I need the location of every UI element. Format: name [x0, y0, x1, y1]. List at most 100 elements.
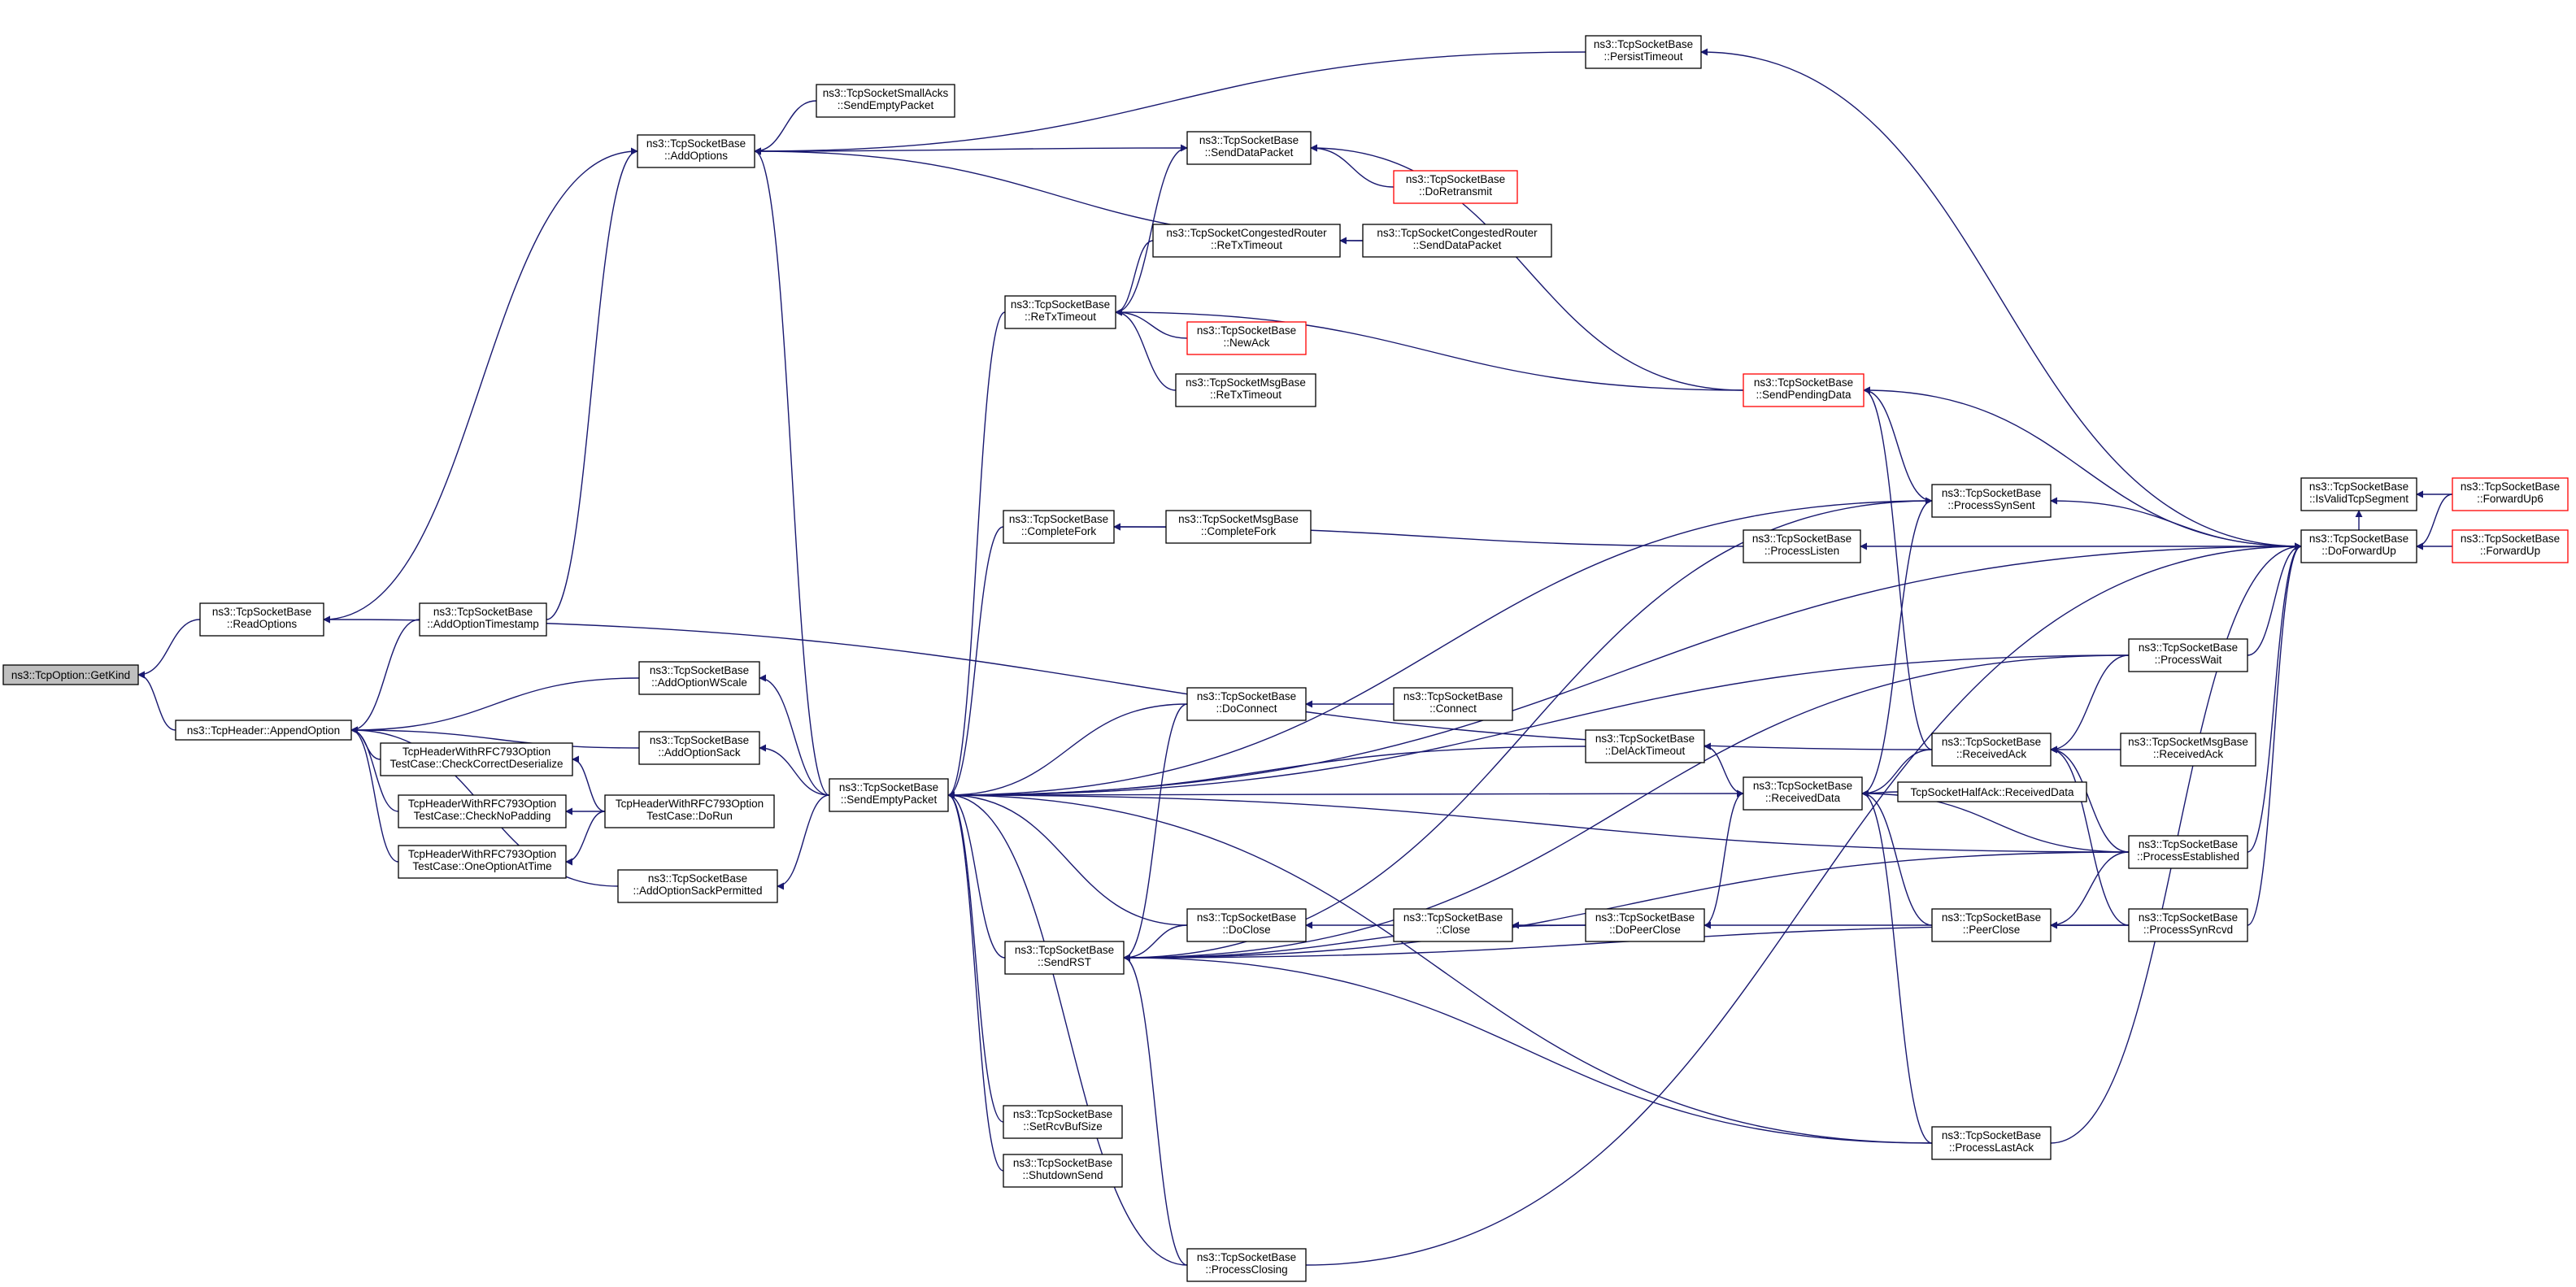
edge-addopttimestamp-to-appendoption: [350, 619, 420, 734]
node-newack[interactable]: ns3::TcpSocketBase::NewAck: [1186, 321, 1307, 355]
node-label-line: ::ForwardUp6: [2477, 493, 2543, 505]
node-box: [1393, 687, 1513, 721]
edge-processclosing-to-doforwardup: [1305, 542, 2302, 1266]
node-dopeerclose[interactable]: ns3::TcpSocketBase::DoPeerClose: [1585, 908, 1705, 942]
node-box: [1003, 1154, 1123, 1188]
node-congsend[interactable]: ns3::TcpSocketCongestedRouter::SendDataP…: [1362, 224, 1552, 258]
node-box: [1743, 373, 1865, 407]
node-box: [829, 778, 949, 812]
node-processwait[interactable]: ns3::TcpSocketBase::ProcessWait: [2128, 638, 2248, 672]
node-box: [637, 134, 755, 168]
edge-processwait-to-receivedack: [2050, 654, 2130, 754]
node-box: [380, 742, 573, 776]
node-doforwardup[interactable]: ns3::TcpSocketBase::DoForwardUp: [2300, 529, 2417, 563]
node-checknopad[interactable]: TcpHeaderWithRFC793OptionTestCase::Check…: [398, 794, 567, 828]
node-msgcompletefork[interactable]: ns3::TcpSocketMsgBase::CompleteFork: [1165, 510, 1312, 544]
edge-persisttimeout-to-addoptions: [754, 51, 1586, 155]
node-box: [1393, 170, 1518, 204]
node-label-line: ns3::TcpSocketMsgBase: [2128, 736, 2248, 748]
node-sendpending[interactable]: ns3::TcpSocketBase::SendPendingData: [1743, 373, 1865, 407]
node-label-line: ns3::TcpSocketBase: [1942, 487, 2041, 499]
node-appendoption[interactable]: ns3::TcpHeader::AppendOption: [175, 720, 352, 741]
node-isvalid[interactable]: ns3::TcpSocketBase::IsValidTcpSegment: [2300, 477, 2417, 511]
node-docl[interactable]: ns3::TcpSocketBase::DoClose: [1186, 908, 1307, 942]
node-msgretx[interactable]: ns3::TcpSocketMsgBase::ReTxTimeout: [1175, 373, 1316, 407]
node-doconnect[interactable]: ns3::TcpSocketBase::DoConnect: [1186, 687, 1307, 721]
node-label-line: ::DoPeerClose: [1609, 924, 1681, 936]
node-receivedack[interactable]: ns3::TcpSocketBase::ReceivedAck: [1931, 733, 2052, 767]
node-checkcorrect[interactable]: TcpHeaderWithRFC793OptionTestCase::Check…: [380, 742, 573, 776]
node-processsynsent[interactable]: ns3::TcpSocketBase::ProcessSynSent: [1931, 484, 2052, 518]
edge-processestablished-to-doforwardup: [2247, 542, 2302, 853]
node-addoptsackperm[interactable]: ns3::TcpSocketBase::AddOptionSackPermitt…: [617, 869, 778, 903]
node-label-line: ns3::TcpSocketBase: [1013, 1157, 1112, 1169]
node-processlisten[interactable]: ns3::TcpSocketBase::ProcessListen: [1743, 529, 1861, 563]
node-forwardup[interactable]: ns3::TcpSocketBase::ForwardUp: [2452, 529, 2569, 563]
node-getkind[interactable]: ns3::TcpOption::GetKind: [2, 664, 139, 685]
node-box: [199, 602, 324, 637]
node-readoptions[interactable]: ns3::TcpSocketBase::ReadOptions: [199, 602, 324, 637]
node-label-line: ::ReceivedAck: [2153, 748, 2224, 760]
node-label-line: ::ProcessWait: [2155, 654, 2222, 666]
node-smallacks[interactable]: ns3::TcpSocketSmallAcks::SendEmptyPacket: [816, 84, 955, 118]
edge-addoptions-to-readoptions: [323, 150, 638, 624]
node-label-line: ::DoClose: [1222, 924, 1270, 936]
node-oneoption[interactable]: TcpHeaderWithRFC793OptionTestCase::OneOp…: [398, 845, 567, 879]
node-congretx[interactable]: ns3::TcpSocketCongestedRouter::ReTxTimeo…: [1152, 224, 1341, 258]
node-label-line: ns3::TcpSocketBase: [650, 734, 749, 746]
node-doretransmit[interactable]: ns3::TcpSocketBase::DoRetransmit: [1393, 170, 1518, 204]
edge-dopeerclose-to-receiveddata: [1704, 789, 1744, 926]
node-box: [1931, 733, 2052, 767]
node-box: [2128, 835, 2248, 869]
node-shutdownsend[interactable]: ns3::TcpSocketBase::ShutdownSend: [1003, 1154, 1123, 1188]
node-close[interactable]: ns3::TcpSocketBase::Close: [1393, 908, 1513, 942]
node-box: [1186, 321, 1307, 355]
node-processlastack[interactable]: ns3::TcpSocketBase::ProcessLastAck: [1931, 1126, 2052, 1160]
edge-receivedack-to-receiveddata: [1861, 749, 1933, 798]
node-persisttimeout[interactable]: ns3::TcpSocketBase::PersistTimeout: [1585, 35, 1702, 69]
node-halfack[interactable]: TcpSocketHalfAck::ReceivedData: [1897, 781, 2087, 802]
node-sendrst[interactable]: ns3::TcpSocketBase::SendRST: [1004, 941, 1125, 975]
edge-processsynsent-to-sendpending: [1863, 386, 1933, 502]
node-addoptsack[interactable]: ns3::TcpSocketBase::AddOptionSack: [638, 731, 760, 765]
edge-dorun-to-checkcorrect: [572, 755, 606, 812]
node-sendemptypacket[interactable]: ns3::TcpSocketBase::SendEmptyPacket: [829, 778, 949, 812]
node-box: [1003, 1105, 1123, 1139]
node-label-line: ns3::TcpSocketBase: [2309, 480, 2408, 493]
node-addopttimestamp[interactable]: ns3::TcpSocketBase::AddOptionTimestamp: [419, 602, 547, 637]
node-label-line: ns3::TcpSocketCongestedRouter: [1377, 227, 1538, 239]
node-box: [398, 794, 567, 828]
edge-processlastack-to-sendemptypacket: [947, 791, 1933, 1144]
node-receiveddata[interactable]: ns3::TcpSocketBase::ReceivedData: [1743, 776, 1863, 811]
edge-processwait-to-doforwardup: [2247, 542, 2302, 656]
node-msgreceivedack[interactable]: ns3::TcpSocketMsgBase::ReceivedAck: [2120, 733, 2256, 767]
node-forwardup6[interactable]: ns3::TcpSocketBase::ForwardUp6: [2452, 477, 2569, 511]
node-senddatapacket[interactable]: ns3::TcpSocketBase::SendDataPacket: [1186, 131, 1312, 165]
edge-processsynsent-to-sendrst: [1123, 500, 1933, 962]
node-delacktimeout[interactable]: ns3::TcpSocketBase::DelAckTimeout: [1585, 729, 1705, 763]
node-box: [2128, 638, 2248, 672]
node-label-line: ns3::TcpSocketBase: [212, 606, 311, 618]
edge-doconnect-to-sendrst: [1123, 703, 1188, 962]
node-label-line: ::PersistTimeout: [1603, 50, 1682, 63]
node-box: [1003, 510, 1115, 544]
node-label-line: ns3::TcpSocketBase: [1406, 173, 1505, 185]
node-box: [1362, 224, 1552, 258]
node-label-line: ns3::TcpSocketBase: [1197, 1251, 1296, 1263]
node-processclosing[interactable]: ns3::TcpSocketBase::ProcessClosing: [1186, 1248, 1307, 1282]
node-label-line: ::CompleteFork: [1201, 525, 1277, 537]
node-setrcvbuf[interactable]: ns3::TcpSocketBase::SetRcvBufSize: [1003, 1105, 1123, 1139]
node-box: [1585, 35, 1702, 69]
node-retxtimeout[interactable]: ns3::TcpSocketBase::ReTxTimeout: [1004, 295, 1116, 329]
node-completefork[interactable]: ns3::TcpSocketBase::CompleteFork: [1003, 510, 1115, 544]
node-peerclose[interactable]: ns3::TcpSocketBase::PeerClose: [1931, 908, 2052, 942]
node-processestablished[interactable]: ns3::TcpSocketBase::ProcessEstablished: [2128, 835, 2248, 869]
edge-shutdownsend-to-sendemptypacket: [947, 791, 1004, 1172]
edge-doforwardup-to-sendemptypacket: [947, 546, 2302, 799]
node-addoptwscale[interactable]: ns3::TcpSocketBase::AddOptionWScale: [638, 661, 760, 695]
node-label-line: ::AddOptionSack: [658, 746, 741, 759]
node-connect[interactable]: ns3::TcpSocketBase::Connect: [1393, 687, 1513, 721]
node-addoptions[interactable]: ns3::TcpSocketBase::AddOptions: [637, 134, 755, 168]
node-processsynrcvd[interactable]: ns3::TcpSocketBase::ProcessSynRcvd: [2128, 908, 2248, 942]
